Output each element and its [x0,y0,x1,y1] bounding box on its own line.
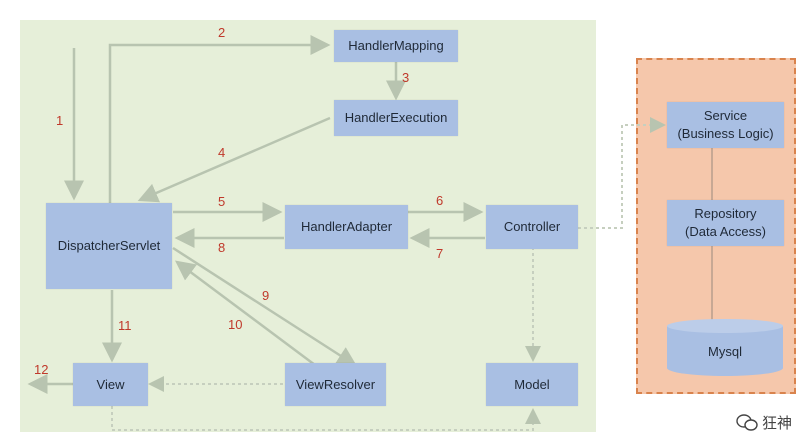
step-8: 8 [218,240,226,255]
watermark: 狂神 [736,412,792,433]
view-resolver-node: ViewResolver [285,363,386,406]
step-9: 9 [262,288,270,303]
dispatcher-servlet-node: DispatcherServlet [46,203,172,289]
wechat-icon [736,413,758,431]
model-node: Model [486,363,578,406]
handler-execution-node: HandlerExecution [334,100,458,136]
step-5: 5 [218,194,226,209]
step-3: 3 [402,70,410,85]
step-11: 11 [118,318,132,333]
step-10: 10 [228,317,243,332]
mysql-cylinder [667,319,783,376]
handler-mapping-node: HandlerMapping [334,30,458,62]
step-7: 7 [436,246,444,261]
mysql-label: Mysql [708,344,742,360]
step-4: 4 [218,145,226,160]
step-6: 6 [436,193,444,208]
service-node: Service (Business Logic) [667,102,784,148]
step-1: 1 [56,113,64,128]
step-2: 2 [218,25,226,40]
repository-node: Repository (Data Access) [667,200,784,246]
watermark-text: 狂神 [761,415,792,432]
view-node: View [73,363,148,406]
handler-adapter-node: HandlerAdapter [285,205,408,249]
step-12: 12 [34,362,49,377]
controller-node: Controller [486,205,578,249]
